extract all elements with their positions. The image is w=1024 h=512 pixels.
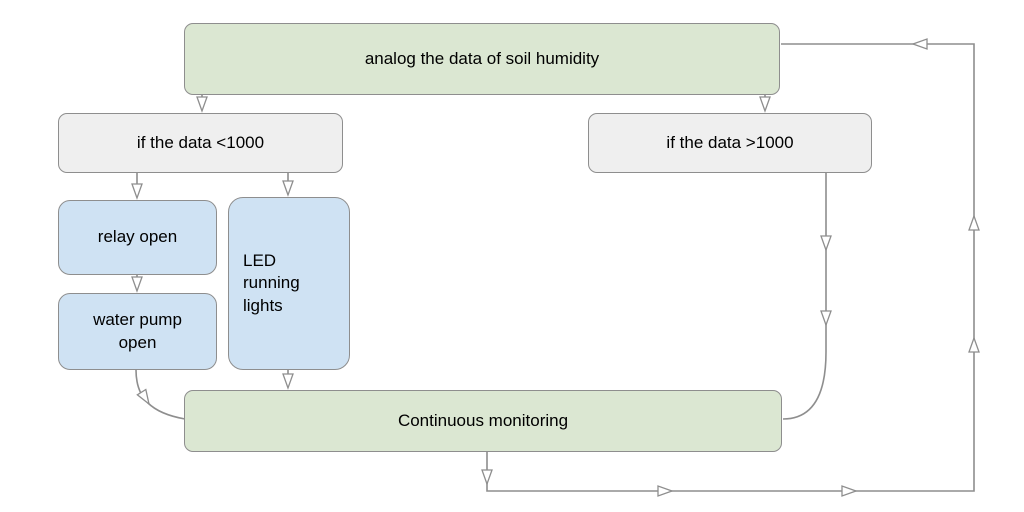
arrow-down-icon	[820, 310, 832, 327]
node-if-data-gt-1000: if the data >1000	[588, 113, 872, 173]
node-analog-soil-humidity: analog the data of soil humidity	[184, 23, 780, 95]
arrow-up-icon	[968, 336, 980, 353]
arrow-down-icon	[282, 180, 294, 197]
node-if-data-lt-1000: if the data <1000	[58, 113, 343, 173]
node-continuous-monitoring: Continuous monitoring	[184, 390, 782, 452]
arrow-down-icon	[759, 96, 771, 113]
arrow-down-icon	[282, 373, 294, 390]
node-led-running-lights: LED running lights	[228, 197, 350, 370]
arrow-down-icon	[820, 235, 832, 252]
arrow-left-icon	[911, 38, 928, 50]
node-relay-open: relay open	[58, 200, 217, 275]
node-water-pump-open: water pump open	[58, 293, 217, 370]
arrow-up-icon	[968, 214, 980, 231]
arrow-down-icon	[131, 276, 143, 293]
arrow-right-icon	[657, 485, 674, 497]
arrow-right-icon	[841, 485, 858, 497]
arrow-down-icon	[131, 183, 143, 200]
arrow-down-icon	[196, 96, 208, 113]
arrowheads	[131, 38, 980, 497]
edge-cond-gt-to-monitor	[782, 173, 827, 420]
arrow-down-icon	[481, 469, 493, 486]
arrow-curve-icon	[136, 388, 151, 406]
